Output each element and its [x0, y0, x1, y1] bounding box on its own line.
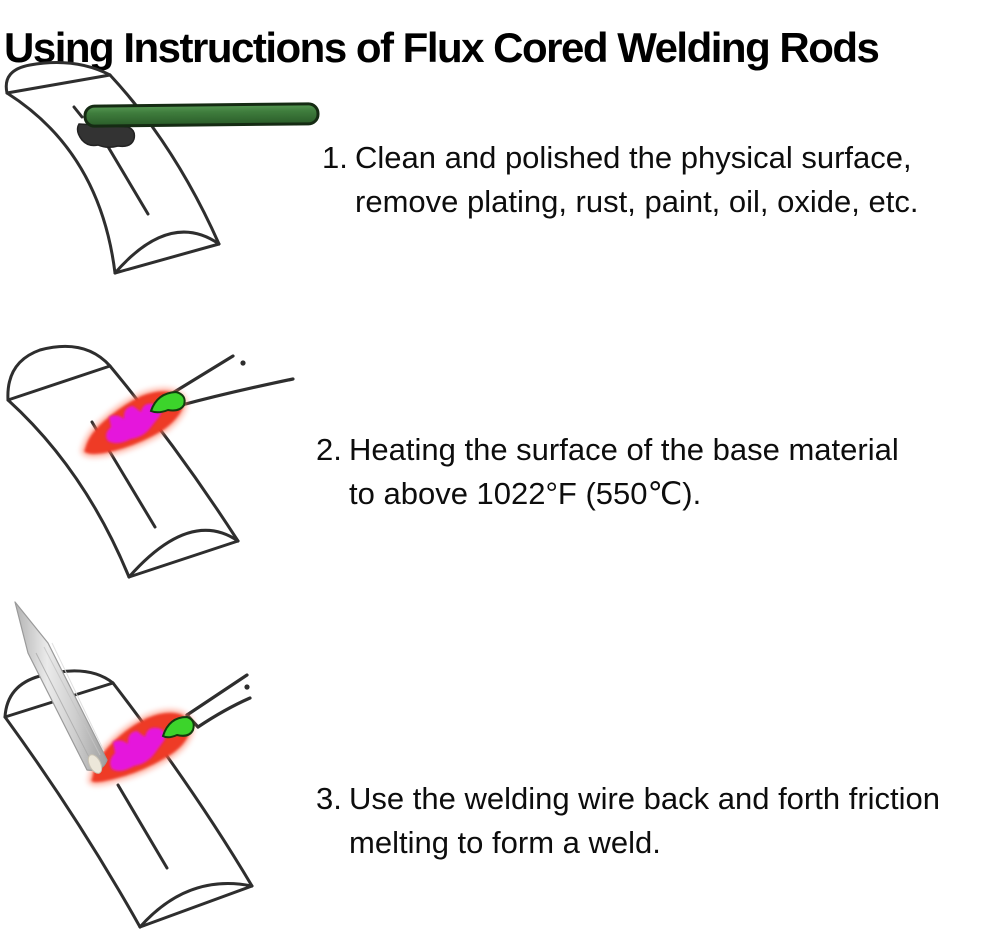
step-1-text: Clean and polished the physical surface,… [355, 140, 919, 219]
step-3-row: 3. Use the welding wire back and forth f… [316, 777, 940, 865]
wire-brush-cleaning-bar-icon [4, 61, 320, 275]
step-3-number: 3. [316, 781, 342, 816]
step-2-row: 2. Heating the surface of the base mater… [316, 428, 899, 516]
torch-spark-dot [244, 684, 250, 690]
torch-tip-cone [161, 715, 195, 739]
torch-heating-bar-icon [6, 344, 295, 579]
torch-nozzle [185, 673, 252, 729]
brush-head [76, 123, 136, 149]
step-2-text: Heating the surface of the base material… [349, 432, 899, 511]
torch-tip-cone [149, 390, 186, 414]
rod-molten-tip [87, 754, 103, 774]
welding-rod [14, 601, 108, 774]
step-1-figure [0, 60, 330, 320]
step-2-number: 2. [316, 432, 342, 467]
flame [87, 709, 195, 786]
brush-handle [83, 102, 320, 128]
flame [80, 387, 187, 458]
step-3-figure [0, 595, 330, 942]
welding-rod-melting-icon [3, 601, 254, 929]
torch-nozzle [169, 354, 295, 408]
step-1-number: 1. [322, 140, 348, 175]
page-title: Using Instructions of Flux Cored Welding… [4, 24, 880, 72]
step-2-figure [0, 340, 330, 600]
step-1-row: 1. Clean and polished the physical surfa… [322, 136, 918, 224]
torch-spark-dot [240, 360, 246, 366]
step-3-text: Use the welding wire back and forth fric… [349, 781, 941, 860]
